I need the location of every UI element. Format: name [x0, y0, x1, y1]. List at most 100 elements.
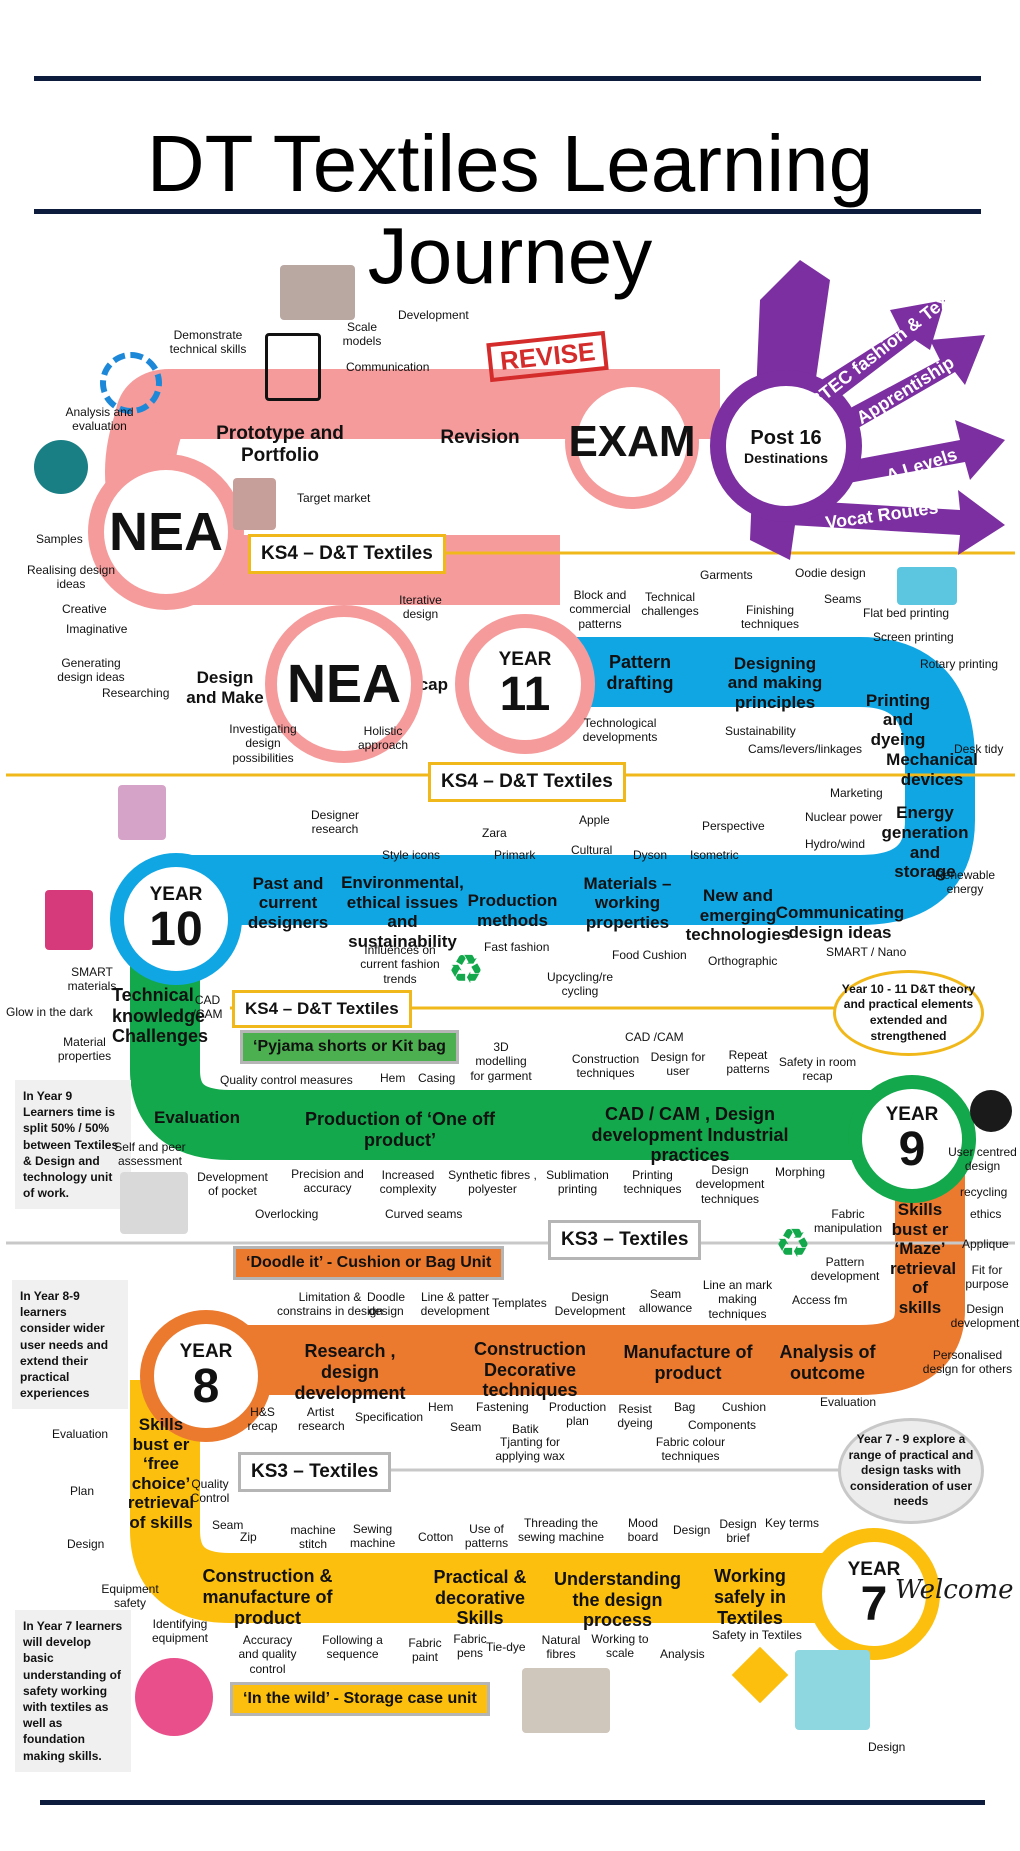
label-key-terms: Key terms	[765, 1516, 820, 1530]
year11-label: YEAR	[498, 649, 552, 670]
year10-circle: YEAR 10	[110, 853, 242, 985]
road-blue-curve	[170, 818, 975, 925]
label-design-left: Design	[67, 1537, 105, 1551]
label-artist: Artist research	[298, 1405, 345, 1434]
label-specification: Specification	[355, 1410, 424, 1424]
label-nuclear: Nuclear power	[805, 810, 883, 824]
label-isometric: Isometric	[690, 848, 739, 862]
label-researching: Researching	[102, 686, 170, 700]
road-pink-top	[115, 369, 720, 440]
label-threading: Threading the sewing machine	[517, 1516, 605, 1545]
label-dyson: Dyson	[633, 848, 668, 862]
label-line-mark: Line an mark making techniques	[702, 1278, 773, 1321]
label-cadcam-small: CAD /CAM	[192, 993, 223, 1022]
label-accuracy: Accuracy and quality control	[238, 1633, 297, 1676]
label-quality: Quality control measures	[220, 1073, 353, 1087]
segment-analysis: Analysis of outcome	[779, 1342, 876, 1383]
year7-number: 7	[860, 1578, 888, 1631]
label-fast-fashion: Fast fashion	[484, 940, 550, 954]
label-communication: Communication	[346, 360, 430, 374]
label-fabric-paint: Fabric paint	[408, 1636, 442, 1665]
label-3d-model: 3D modelling for garment	[470, 1040, 532, 1083]
segment-evaluation: Evaluation	[154, 1108, 240, 1128]
label-food-cushion: Food Cushion	[612, 948, 687, 962]
label-sublimation: Sublimation printing	[546, 1168, 609, 1197]
label-use-patterns: Use of patterns	[464, 1522, 509, 1551]
label-components: Components	[688, 1418, 757, 1432]
welcome-sign: Welcome	[895, 1575, 1014, 1605]
year10-number: 10	[149, 903, 203, 956]
year10-label: YEAR	[149, 884, 203, 905]
label-demonstrate: Demonstrate technical skills	[169, 328, 247, 357]
label-tie-dye: Tie-dye	[486, 1640, 526, 1654]
label-block: Block and commercial patterns	[569, 588, 631, 631]
label-zara: Zara	[482, 826, 507, 840]
ks3-label-1: KS3 – Textiles	[548, 1220, 702, 1260]
exam-circle: EXAM	[565, 375, 699, 509]
label-equipment-safety: Equipment safety	[101, 1582, 159, 1611]
segment-production-one-off: Production of ‘One off product’	[305, 1109, 495, 1150]
label-applique: Applique	[962, 1237, 1009, 1251]
label-smart-nano: SMART / Nano	[826, 945, 907, 959]
label-tech-dev: Technological developments	[582, 716, 658, 745]
segment-printing-dyeing: Printing and dyeing	[865, 690, 931, 749]
label-screen: Screen printing	[873, 630, 954, 644]
note-year7: In Year 7 learners will develop basic un…	[15, 1610, 131, 1772]
label-quality-control: Quality Control	[190, 1477, 230, 1506]
ks3-label-2: KS3 – Textiles	[238, 1452, 392, 1492]
label-creative: Creative	[62, 602, 107, 616]
label-imaginative: Imaginative	[66, 622, 128, 636]
label-overlocking: Overlocking	[255, 1207, 319, 1221]
label-investigating: Investigating design possibilities	[229, 722, 297, 765]
segment-technical: Technical knowledge Challenges	[112, 985, 209, 1047]
label-natural: Natural fibres	[541, 1633, 581, 1662]
exam-circle-label: EXAM	[568, 417, 696, 466]
label-construction-tech: Construction techniques	[571, 1052, 640, 1081]
bottom-rule	[40, 1800, 985, 1805]
post16-line2: Destinations	[743, 449, 828, 466]
ks4-label-3: KS4 – D&T Textiles	[232, 990, 412, 1028]
label-cadcam-2: CAD /CAM	[625, 1030, 684, 1044]
label-orthographic: Orthographic	[708, 954, 778, 968]
segment-energy: Energy generation and storage	[881, 803, 969, 882]
segment-designing-making: Designing and making principles	[727, 653, 823, 712]
label-smart-materials: SMART materials	[67, 965, 117, 994]
segment-revision: Revision	[440, 427, 520, 449]
label-following: Following a sequence	[322, 1633, 383, 1662]
label-self-peer: Self and peer assessment	[114, 1140, 186, 1169]
segment-production-methods: Production methods	[467, 890, 558, 930]
page-title: DT Textiles Learning Journey	[146, 119, 874, 300]
year9-circle: YEAR 9	[848, 1075, 976, 1203]
segment-understanding: Understanding the design process	[553, 1568, 681, 1631]
label-design-dev-tech: Design development techniques	[695, 1163, 765, 1206]
label-precision: Precision and accuracy	[291, 1167, 364, 1196]
label-sustainability: Sustainability	[725, 724, 796, 738]
note-year8-9: In Year 8-9 learners consider wider user…	[12, 1280, 128, 1410]
road-blue-y11	[540, 637, 975, 820]
segment-skills-free: Skills bust er ‘free choice’ retrieval o…	[127, 1415, 195, 1532]
magnifier-icon	[34, 440, 88, 494]
year9-label: YEAR	[885, 1104, 939, 1125]
label-garments: Garments	[700, 568, 753, 582]
label-seam-allowance: Seam allowance	[638, 1287, 693, 1316]
label-design-user: Design for user	[650, 1050, 706, 1079]
label-oodie: Oodie design	[795, 566, 866, 580]
label-marketing: Marketing	[830, 786, 883, 800]
label-style-icons: Style icons	[382, 848, 441, 862]
label-renewable: Renewable energy	[935, 868, 996, 897]
segment-new-tech: New and emerging technologies	[685, 886, 791, 945]
segment-skills-maze: Skills bust er ‘Maze’ retrieval of skill…	[890, 1200, 957, 1317]
segment-construction-decorative: Construction Decorative techniques	[474, 1338, 586, 1401]
label-material-props: Material properties	[57, 1035, 112, 1064]
label-design-development-2: Design Development	[554, 1290, 626, 1319]
label-plan: Plan	[70, 1484, 95, 1498]
label-cams: Cams/levers/linkages	[748, 742, 863, 756]
fairtrade-icon	[970, 1090, 1012, 1132]
label-finishing: Finishing techniques	[740, 603, 800, 632]
label-samples: Samples	[36, 532, 83, 546]
label-desk-tidy: Desk tidy	[954, 742, 1004, 756]
photo-fashion	[118, 785, 166, 840]
unit-doodle: ‘Doodle it’ - Cushion or Bag Unit	[233, 1246, 505, 1280]
note-year9: In Year 9 Learners time is split 50% / 5…	[15, 1080, 131, 1210]
label-fastening: Fastening	[476, 1400, 529, 1414]
